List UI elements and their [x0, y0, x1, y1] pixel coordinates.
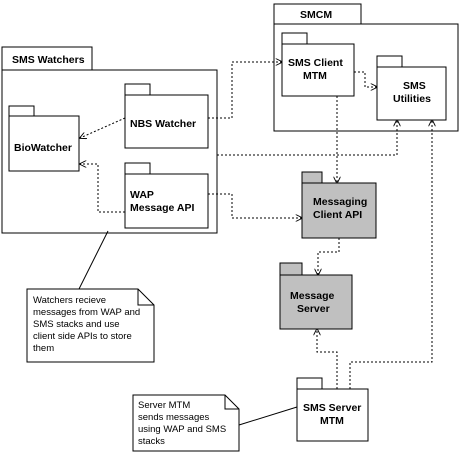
dep-server-mtm-to-message-server — [317, 329, 338, 389]
package-nbs-watcher: NBS Watcher — [124, 83, 209, 149]
sms-client-mtm-label-line2: MTM — [303, 70, 327, 82]
note-server-mtm-anchor — [238, 406, 298, 426]
package-sms-client-mtm: SMS Client MTM — [281, 32, 355, 97]
package-sms-server-mtm: SMS Server MTM — [296, 377, 369, 442]
dep-server-mtm-to-utilities — [349, 120, 432, 389]
dep-watchers-to-utilities — [217, 120, 397, 156]
dep-wap-to-messaging-api — [208, 193, 302, 218]
smcm-title: SMCM — [300, 9, 332, 21]
sms-server-mtm-label-line2: MTM — [320, 415, 344, 427]
sms-utilities-label-line2: Utilities — [393, 93, 431, 105]
note-watchers-line1: Watchers recieve — [33, 295, 106, 306]
note-watchers-line4: client side APIs to store — [33, 331, 132, 342]
sms-server-mtm-label-line1: SMS Server — [303, 402, 361, 414]
package-biowatcher: BioWatcher — [8, 105, 80, 172]
dep-nbs-to-sms-client-mtm — [208, 62, 282, 119]
wap-message-api-label-line1: WAP — [130, 189, 154, 201]
note-server-mtm-line3: using WAP and SMS — [138, 424, 226, 435]
note-watchers-line3: SMS stacks and use — [33, 319, 120, 330]
sms-utilities-label-line1: SMS — [403, 80, 426, 92]
note-watchers: Watchers recieve messages from WAP and S… — [26, 230, 155, 363]
package-sms-utilities: SMS Utilities — [376, 55, 447, 121]
note-watchers-line2: messages from WAP and — [33, 307, 140, 318]
note-watchers-anchor — [78, 230, 109, 290]
messaging-client-api-label-line1: Messaging — [313, 196, 367, 208]
messaging-client-api-label-line2: Client API — [313, 209, 362, 221]
note-server-mtm-line1: Server MTM — [138, 400, 190, 411]
note-server-mtm-line2: sends messages — [138, 412, 210, 423]
message-server-label-line1: Message — [290, 290, 335, 302]
wap-message-api-label-line2: Message API — [130, 202, 194, 214]
biowatcher-label: BioWatcher — [14, 142, 72, 154]
note-server-mtm: Server MTM sends messages using WAP and … — [132, 394, 298, 452]
note-watchers-line5: them — [33, 343, 54, 354]
dep-client-mtm-to-utilities — [354, 71, 377, 87]
package-wap-message-api: WAP Message API — [124, 162, 209, 229]
message-server-label-line2: Server — [297, 303, 330, 315]
dep-nbs-to-biowatcher — [80, 117, 126, 138]
package-messaging-client-api: Messaging Client API — [301, 171, 377, 239]
package-message-server: Message Server — [279, 262, 353, 330]
note-server-mtm-line4: stacks — [138, 436, 165, 447]
dep-messaging-api-to-message-server — [318, 238, 340, 275]
nbs-watcher-label: NBS Watcher — [130, 118, 196, 130]
dep-wap-to-biowatcher — [80, 164, 125, 213]
sms-watchers-title: SMS Watchers — [12, 54, 85, 66]
sms-client-mtm-label-line1: SMS Client — [288, 57, 343, 69]
